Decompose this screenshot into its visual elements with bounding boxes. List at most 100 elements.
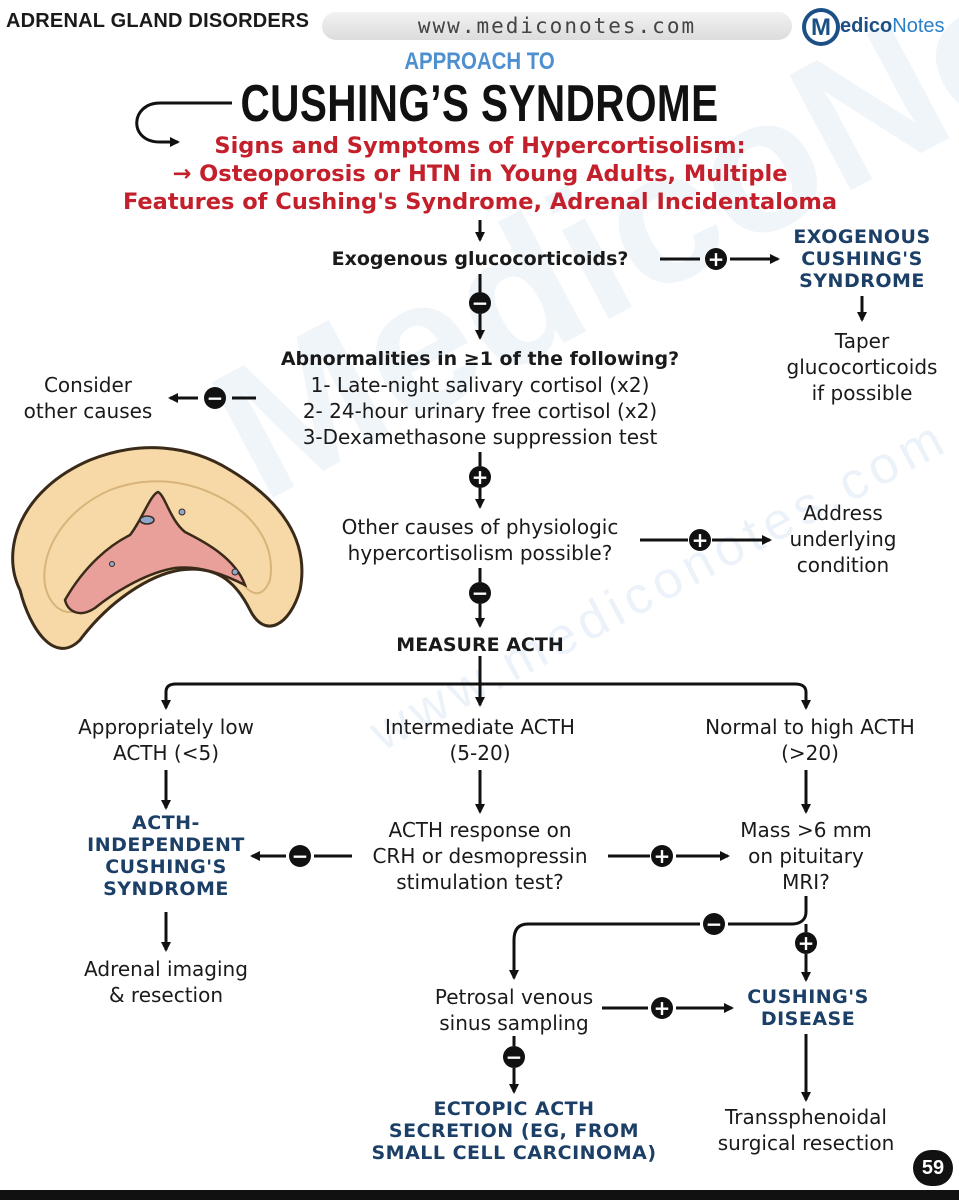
sign-plus: + <box>472 465 489 489</box>
title-kicker: APPROACH TO <box>404 48 555 75</box>
node-exogenous-question: Exogenous glucocorticoids? <box>331 248 629 270</box>
node-acth-independent: ACTH- INDEPENDENT CUSHING'S SYNDROME <box>66 812 266 900</box>
line: CUSHING'S <box>747 986 869 1008</box>
node-intermediate-acth: Intermediate ACTH (5-20) <box>340 714 620 766</box>
abnormality-item: 2- 24-hour urinary free cortisol (x2) <box>302 399 658 423</box>
node-abnormalities-question: Abnormalities in ≥1 of the following? <box>280 348 680 370</box>
node-cushings-disease: CUSHING'S DISEASE <box>730 986 886 1030</box>
plus-sign-icon: + <box>705 247 727 271</box>
minus-sign-icon: − <box>703 912 725 936</box>
line: sinus sampling <box>439 1011 589 1035</box>
line: SYNDROME <box>799 270 925 292</box>
line: other causes <box>23 399 153 423</box>
line: SMALL CELL CARCINOMA) <box>371 1142 657 1164</box>
node-transsphenoidal: Transsphenoidal surgical resection <box>696 1104 916 1156</box>
line: Address <box>803 501 883 525</box>
page-number: 59 <box>913 1150 953 1186</box>
intro-line-2: → Osteoporosis or HTN in Young Adults, M… <box>172 161 788 187</box>
node-petrosal-sampling: Petrosal venous sinus sampling <box>414 984 614 1036</box>
sign-minus: − <box>207 386 224 410</box>
sign-minus: − <box>472 581 489 605</box>
sign-minus: − <box>292 844 309 868</box>
abnormality-item: 3-Dexamethasone suppression test <box>302 425 658 449</box>
node-ectopic-acth: ECTOPIC ACTH SECRETION (EG, FROM SMALL C… <box>346 1098 682 1164</box>
line: SECRETION (EG, FROM <box>388 1120 640 1142</box>
plus-sign-icon: + <box>651 996 673 1020</box>
node-pituitary-mass: Mass >6 mm on pituitary MRI? <box>716 817 896 895</box>
node-other-causes: Consider other causes <box>0 372 176 424</box>
intro-line-3: Features of Cushing's Syndrome, Adrenal … <box>122 189 838 215</box>
plus-sign-icon: + <box>469 465 491 489</box>
line: Petrosal venous <box>434 985 594 1009</box>
node-measure-acth: MEASURE ACTH <box>396 634 564 656</box>
line: (5-20) <box>449 741 511 765</box>
line: DISEASE <box>760 1008 856 1030</box>
section-title: ADRENAL GLAND DISORDERS <box>6 10 310 32</box>
node-address-condition: Address underlying condition <box>770 500 916 578</box>
line: condition <box>796 553 890 577</box>
minus-sign-icon: − <box>469 581 491 605</box>
brand-logo-letter: M <box>811 14 831 41</box>
page-title: CUSHING’S SYNDROME <box>240 75 719 133</box>
line: ECTOPIC ACTH <box>433 1098 595 1120</box>
abnormality-item: 1- Late-night salivary cortisol (x2) <box>310 373 650 397</box>
node-exogenous-cushings: EXOGENOUS CUSHING'S SYNDROME <box>770 226 954 292</box>
line: CRH or desmopressin <box>372 844 588 868</box>
sign-minus: − <box>506 1045 523 1069</box>
sign-plus: + <box>692 528 709 552</box>
line: ACTH (<5) <box>113 741 219 765</box>
line: Normal to high ACTH <box>705 715 915 739</box>
node-physiologic-question: Other causes of physiologic hypercortiso… <box>310 514 650 566</box>
node-high-acth: Normal to high ACTH (>20) <box>670 714 950 766</box>
node-adrenal-imaging: Adrenal imaging & resection <box>56 956 276 1008</box>
node-low-acth: Appropriately low ACTH (<5) <box>46 714 286 766</box>
brand-logo-icon: M <box>802 8 840 46</box>
brand-name-notes: Notes <box>892 15 945 37</box>
line: EXOGENOUS <box>793 226 931 248</box>
intro-line-1: Signs and Symptoms of Hypercortisolism: <box>214 133 746 159</box>
sign-plus: + <box>798 931 815 955</box>
line: CUSHING'S <box>801 248 923 270</box>
line: (>20) <box>781 741 839 765</box>
footer-rule <box>0 1190 959 1200</box>
line: INDEPENDENT <box>87 834 245 856</box>
minus-sign-icon: − <box>289 844 311 868</box>
line: MRI? <box>782 870 830 894</box>
line: hypercortisolism possible? <box>347 541 613 565</box>
line: Transsphenoidal <box>725 1105 887 1129</box>
line: on pituitary <box>748 844 864 868</box>
line: glucocorticoids <box>786 355 938 379</box>
sign-plus: + <box>654 844 671 868</box>
line: Appropriately low <box>78 715 254 739</box>
plus-sign-icon: + <box>795 931 817 955</box>
minus-sign-icon: − <box>469 291 491 315</box>
line: surgical resection <box>717 1131 895 1155</box>
url-banner[interactable]: www.mediconotes.com <box>322 12 792 40</box>
line: CUSHING'S <box>105 856 227 878</box>
sign-plus: + <box>708 247 725 271</box>
minus-sign-icon: − <box>204 386 226 410</box>
brand-name-medico: edico <box>840 15 893 37</box>
line: Intermediate ACTH <box>385 715 575 739</box>
line: Adrenal imaging <box>84 957 248 981</box>
line: Other causes of physiologic <box>341 515 619 539</box>
line: if possible <box>811 381 913 405</box>
minus-sign-icon: − <box>503 1045 525 1069</box>
line: ACTH- <box>132 812 200 834</box>
plus-sign-icon: + <box>689 528 711 552</box>
line: ACTH response on <box>388 818 572 842</box>
line: & resection <box>108 983 224 1007</box>
line: underlying <box>789 527 897 551</box>
line: stimulation test? <box>396 870 564 894</box>
sign-plus: + <box>654 996 671 1020</box>
line: Mass >6 mm <box>740 818 872 842</box>
line: Taper <box>834 329 890 353</box>
brand-name: edicoNotes <box>840 15 945 38</box>
node-taper: Taper glucocorticoids if possible <box>770 328 954 406</box>
node-abnormalities: Abnormalities in ≥1 of the following? 1-… <box>250 346 710 450</box>
adrenal-gland-illustration <box>11 446 304 650</box>
line: Consider <box>43 373 133 397</box>
sign-minus: − <box>472 291 489 315</box>
node-crh-test: ACTH response on CRH or desmopressin sti… <box>345 817 615 895</box>
